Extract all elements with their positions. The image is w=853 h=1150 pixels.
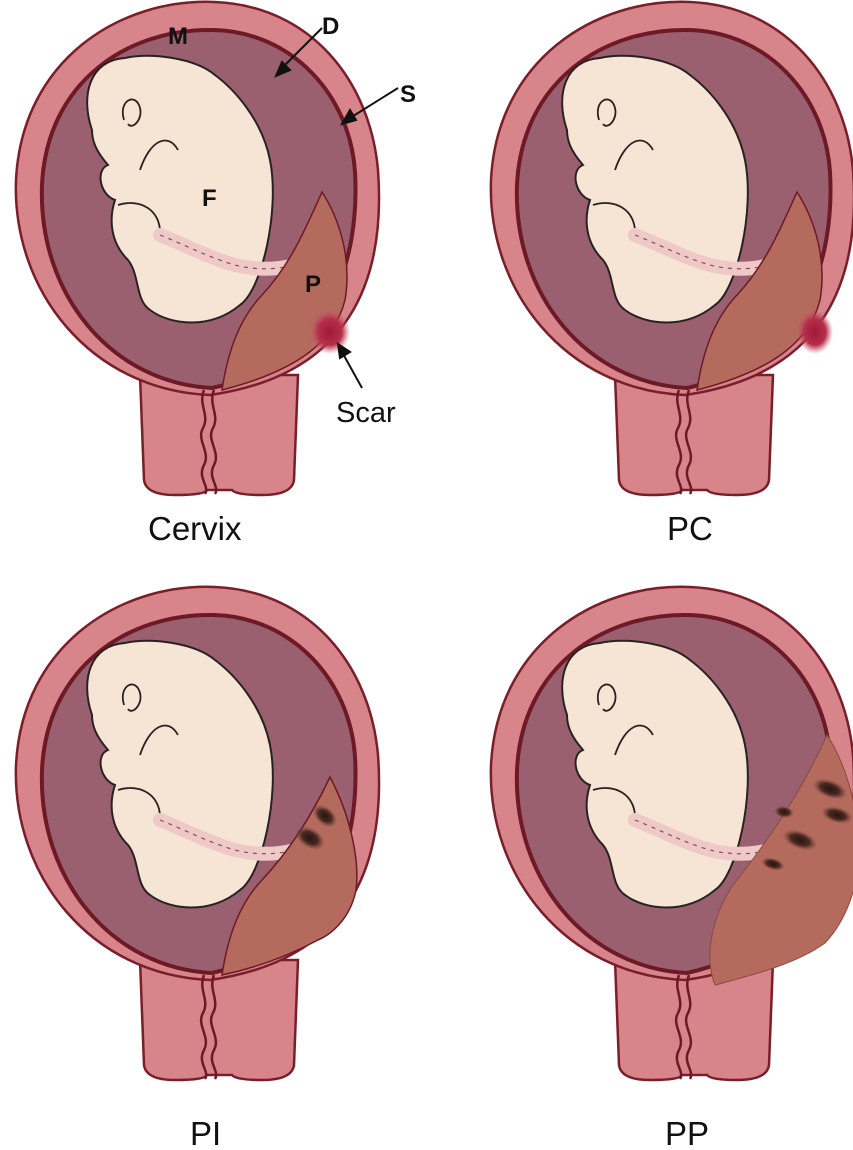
caption-pc: PC: [667, 510, 713, 547]
label-decidua: D: [322, 13, 339, 40]
caption-pi: PI: [190, 1115, 221, 1150]
panel-pi: PI: [16, 587, 379, 1150]
label-placenta: P: [305, 271, 321, 298]
panel-pc: PC: [491, 2, 853, 547]
panel-pp: PP: [491, 587, 853, 1150]
label-myometrium: M: [168, 23, 188, 50]
scar-mark: [797, 310, 833, 354]
panel-cervix: M D S F P Scar Cervix: [16, 2, 416, 547]
caption-cervix: Cervix: [148, 510, 242, 547]
label-fetus: F: [202, 185, 217, 212]
caption-pp: PP: [665, 1115, 709, 1150]
label-scar: Scar: [336, 397, 396, 429]
label-serosa: S: [400, 81, 416, 108]
